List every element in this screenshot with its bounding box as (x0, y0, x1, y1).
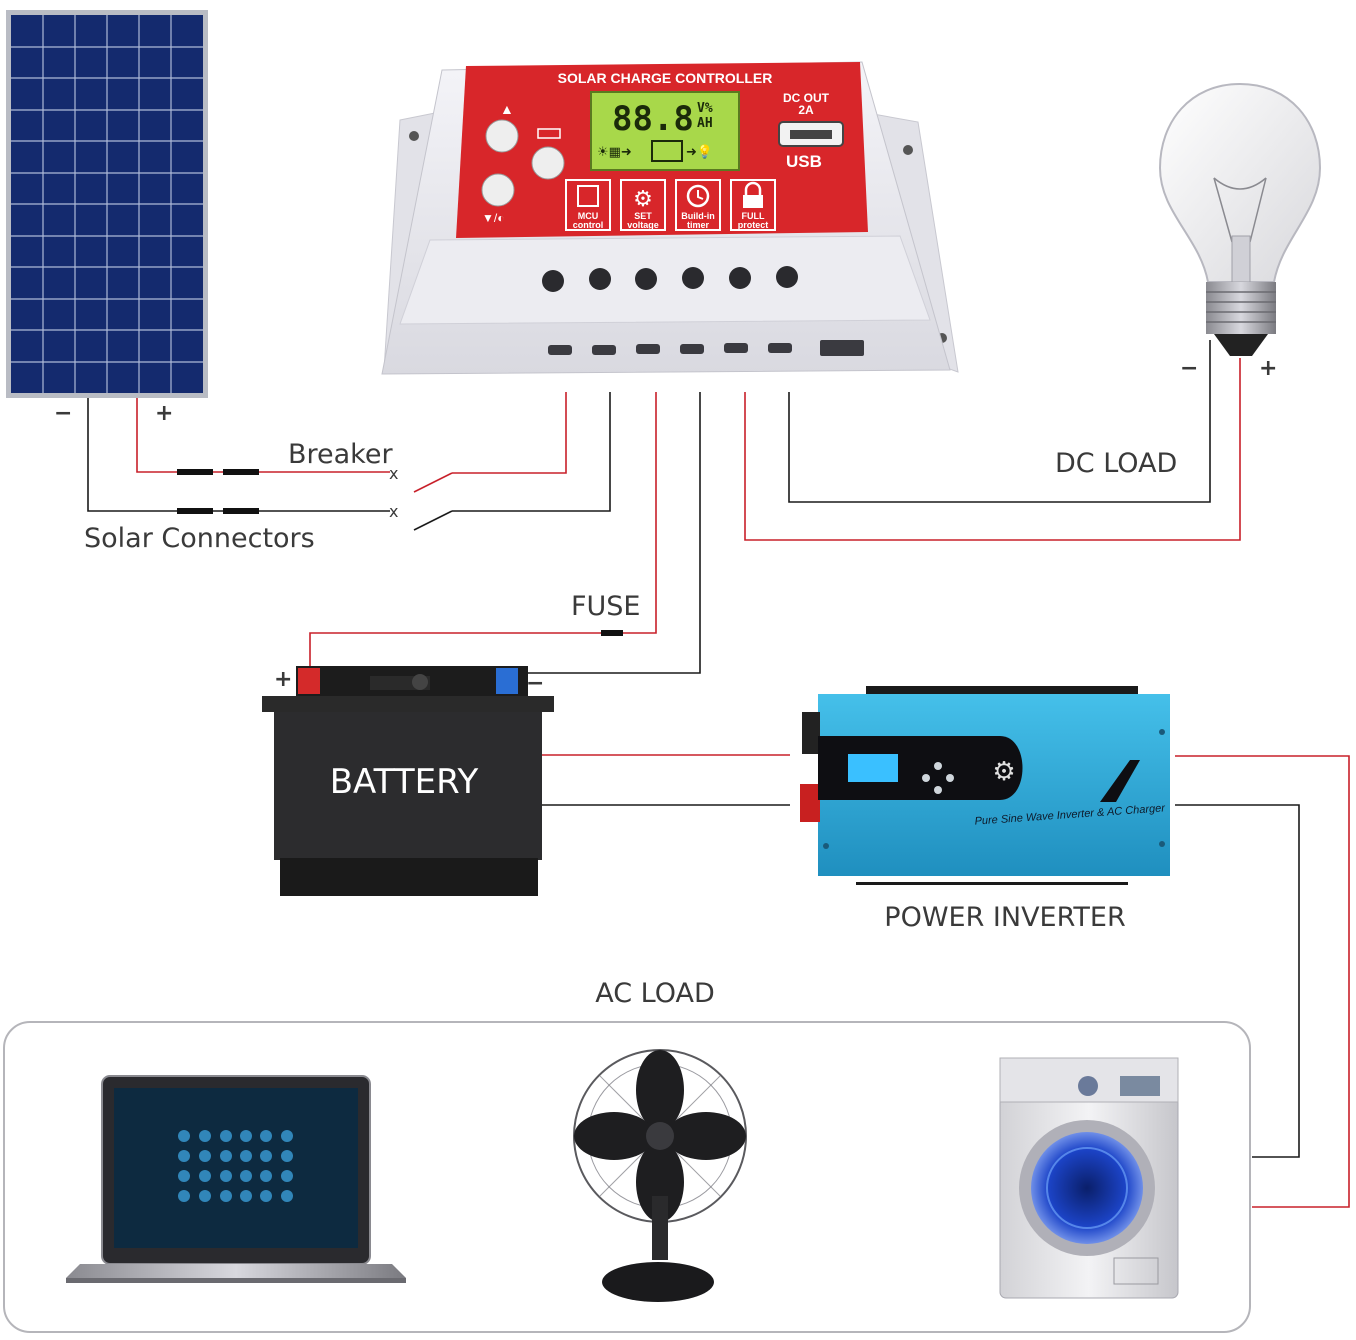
up-button[interactable] (485, 119, 519, 153)
wire-controller-pv-negative (452, 392, 611, 512)
lcd-unit-top: V% (697, 101, 713, 116)
feature-2-line2: voltage (627, 220, 659, 230)
breaker-switch-bottom (413, 510, 453, 531)
bulb-plus-label: + (1259, 356, 1277, 381)
wire-controller-bat-negative (522, 392, 701, 674)
wire-controller-bat-positive (309, 392, 657, 672)
feature-badges: MCU control ⚙ SET voltage Build-in timer… (565, 179, 776, 231)
wires (87, 340, 1350, 1208)
wire-controller-pv-positive (452, 392, 567, 474)
controller-title: SOLAR CHARGE CONTROLLER (558, 70, 773, 86)
clock-icon (686, 184, 710, 208)
feature-3-line1: Build-in (681, 211, 715, 221)
feature-3-line2: timer (687, 220, 710, 230)
battery-icon (262, 666, 554, 896)
gear-icon: ⚙ (992, 756, 1015, 786)
light-bulb-icon (1158, 82, 1322, 356)
lcd-unit-bottom: AH (697, 116, 713, 131)
fuse-icon (601, 630, 623, 636)
dc-load-label: DC LOAD (1055, 448, 1177, 479)
feature-4-line2: protect (738, 220, 769, 230)
solar-charge-controller: SOLAR CHARGE CONTROLLER ▲ ▼/◐ 88.8 V% AH… (381, 61, 959, 375)
down-arrow-icon: ▼/◐ (482, 211, 504, 225)
solar-connectors (177, 469, 259, 514)
terminal-screws (542, 266, 798, 292)
panel-plus-label: + (155, 401, 173, 426)
wire-inverter-ac-neutral (1175, 804, 1300, 1158)
dc-out-label: DC OUT (783, 91, 830, 105)
svg-text:➜💡: ➜💡 (686, 144, 713, 159)
ac-load-label: AC LOAD (595, 978, 715, 1009)
wire-inverter-ac-live (1175, 755, 1350, 1208)
battery-negative-terminal (496, 668, 518, 694)
breaker-x-top: x (389, 464, 398, 483)
lcd-screen (590, 91, 740, 171)
usb-icon: USB (786, 152, 822, 171)
feature-1-line1: MCU (578, 211, 599, 221)
lcd-flow-icons: ☀▦➜ ➜💡 (597, 140, 713, 162)
battery-label: BATTERY (330, 762, 479, 802)
mode-icon (537, 128, 561, 139)
breaker-switch-top (413, 472, 453, 493)
panel-minus-label: − (54, 401, 72, 426)
wire-panel-negative (87, 398, 390, 512)
fan-icon (573, 1049, 747, 1302)
gear-icon: ⚙ (633, 186, 653, 211)
down-button[interactable] (481, 173, 515, 207)
inverter-lcd (848, 754, 898, 782)
solar-panel-icon (6, 10, 208, 398)
battery-positive-terminal (298, 668, 320, 694)
ac-load-frame (3, 1021, 1251, 1333)
bulb-minus-label: − (1180, 356, 1198, 381)
solar-connectors-label: Solar Connectors (84, 523, 315, 554)
up-arrow-icon: ▲ (500, 101, 514, 117)
feature-4-line1: FULL (742, 211, 765, 221)
dc-out-current: 2A (798, 103, 814, 117)
wire-controller-load-negative (788, 340, 1211, 503)
feature-2-line1: SET (634, 211, 652, 221)
feature-1-line2: control (573, 220, 604, 230)
svg-text:☀▦➜: ☀▦➜ (597, 144, 632, 159)
laptop-icon (66, 1075, 406, 1283)
power-inverter-label: POWER INVERTER (884, 902, 1125, 933)
battery-minus-label: − (526, 671, 544, 696)
power-inverter: ⚙ Pure Sine Wave Inverter & AC Charger (800, 686, 1170, 885)
lcd-digits: 88.8 (612, 99, 694, 139)
mode-button[interactable] (531, 146, 565, 180)
chip-icon (577, 185, 599, 207)
breaker-label: Breaker (288, 439, 393, 470)
lock-icon (743, 181, 763, 208)
terminal-slots (548, 340, 864, 356)
battery-plus-label: + (274, 667, 292, 692)
breaker-x-bottom: x (389, 502, 398, 521)
wire-panel-positive (136, 398, 390, 473)
washing-machine-icon (999, 1057, 1179, 1299)
wire-controller-load-positive (744, 358, 1241, 541)
fuse-label: FUSE (571, 591, 641, 622)
